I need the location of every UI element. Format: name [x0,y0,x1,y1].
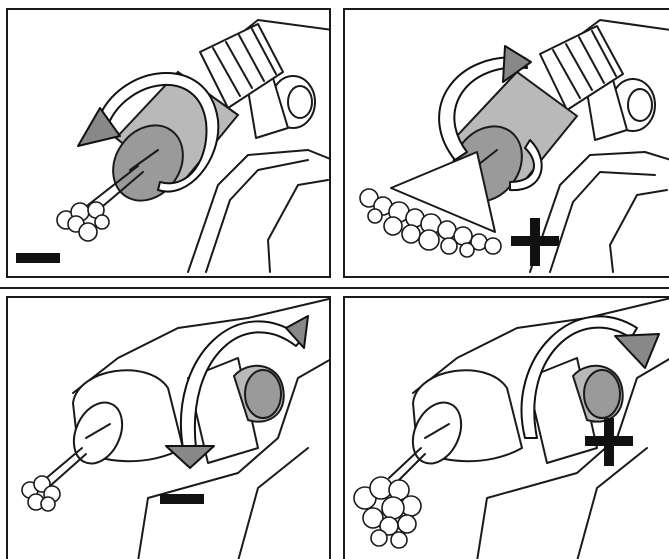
sprayer-illustration [8,298,331,559]
row-divider [0,287,669,289]
minus-sign [160,494,204,504]
sprayer-handle-grip [268,180,328,272]
flow-knob-face [584,370,620,418]
spray-droplets-small [57,202,109,241]
panel-knob-down [6,296,331,559]
sprayer-handle-grip [610,190,667,272]
sprayer-handle-inner [550,172,655,272]
flow-knob-face [245,370,281,418]
spray-droplets-large [354,477,421,548]
sprayer-illustration [345,10,669,278]
sprayer-illustration [345,298,669,559]
sprayer-handle-outline [188,150,331,272]
rotation-arrowhead [615,334,659,368]
sprayer-handle-outline [530,152,669,272]
plus-sign-vertical [530,218,540,266]
panel-knob-up [343,296,669,559]
minus-sign [16,253,60,263]
sprayer-illustration [8,10,331,278]
panel-nozzle-narrow [6,8,331,278]
sprayer-handle-inner [206,160,308,272]
panel-nozzle-wide [343,8,669,278]
plus-sign-vertical [604,418,614,466]
